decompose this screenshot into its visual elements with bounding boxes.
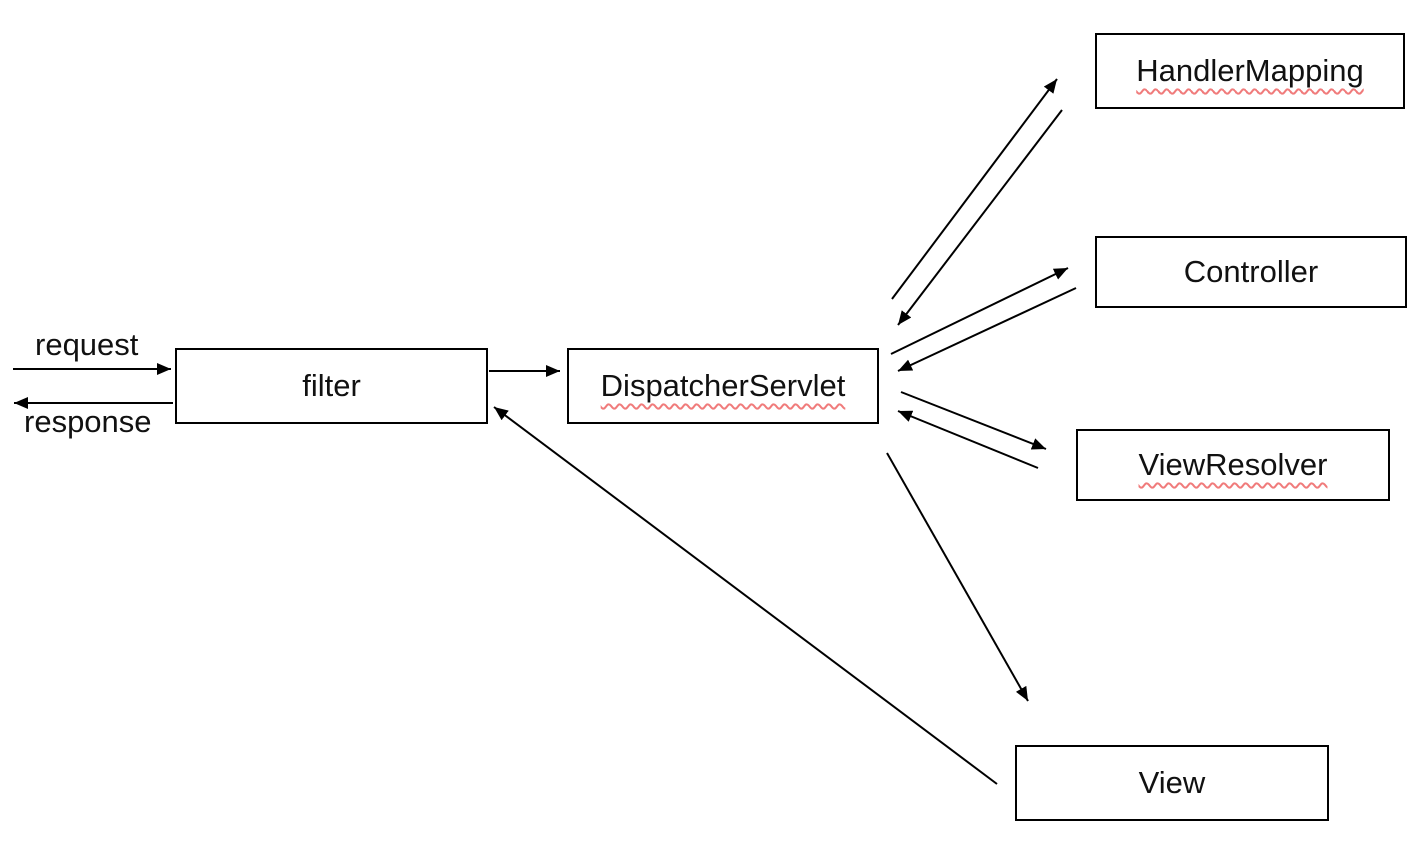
arrow-controller-to-dispatcherservlet (897, 287, 1077, 372)
arrow-dispatcherservlet-to-viewresolver (900, 391, 1047, 450)
node-view-resolver: ViewResolver (1076, 429, 1390, 501)
arrow-view-to-filter (493, 406, 998, 785)
response-label: response (24, 404, 152, 439)
arrow-handlermapping-to-dispatcherservlet (897, 109, 1063, 326)
arrow-dispatcherservlet-to-controller (890, 267, 1069, 355)
node-view-label: View (1138, 765, 1206, 800)
request-label: request (35, 327, 139, 362)
arrow-dispatcherservlet-to-view (886, 452, 1029, 702)
node-view: View (1015, 745, 1329, 821)
node-dispatcher-servlet: DispatcherServlet (567, 348, 879, 424)
node-dispatcher-servlet-label: DispatcherServlet (600, 368, 846, 403)
node-filter-label: filter (302, 368, 361, 403)
node-view-resolver-label: ViewResolver (1138, 447, 1328, 482)
node-controller: Controller (1095, 236, 1407, 308)
arrow-dispatcherservlet-to-handlermapping (891, 78, 1058, 300)
node-handler-mapping: HandlerMapping (1095, 33, 1405, 109)
node-controller-label: Controller (1183, 254, 1319, 289)
arrow-viewresolver-to-dispatcherservlet (897, 410, 1039, 469)
node-filter: filter (175, 348, 488, 424)
node-handler-mapping-label: HandlerMapping (1136, 53, 1364, 88)
